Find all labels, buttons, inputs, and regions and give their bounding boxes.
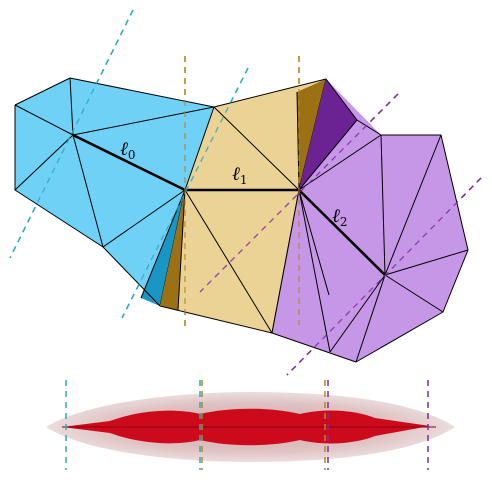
cyan-dark-sliver <box>141 190 185 306</box>
tan-region-fill <box>160 79 326 333</box>
bold-path-line <box>72 133 386 276</box>
dashed-guides-front <box>9 9 482 376</box>
bold-path <box>72 133 386 276</box>
label-l1: ℓ1 <box>232 163 248 187</box>
purple-region <box>271 78 469 363</box>
cyan-region <box>14 77 215 307</box>
purple-dark-wedge <box>299 79 357 190</box>
purple-mesh-edges <box>271 78 469 363</box>
tan-dark-sliver-left <box>160 190 185 310</box>
label-l2: ℓ2 <box>332 205 348 229</box>
bottom-band <box>46 380 455 470</box>
label-l0: ℓ0 <box>120 138 136 162</box>
